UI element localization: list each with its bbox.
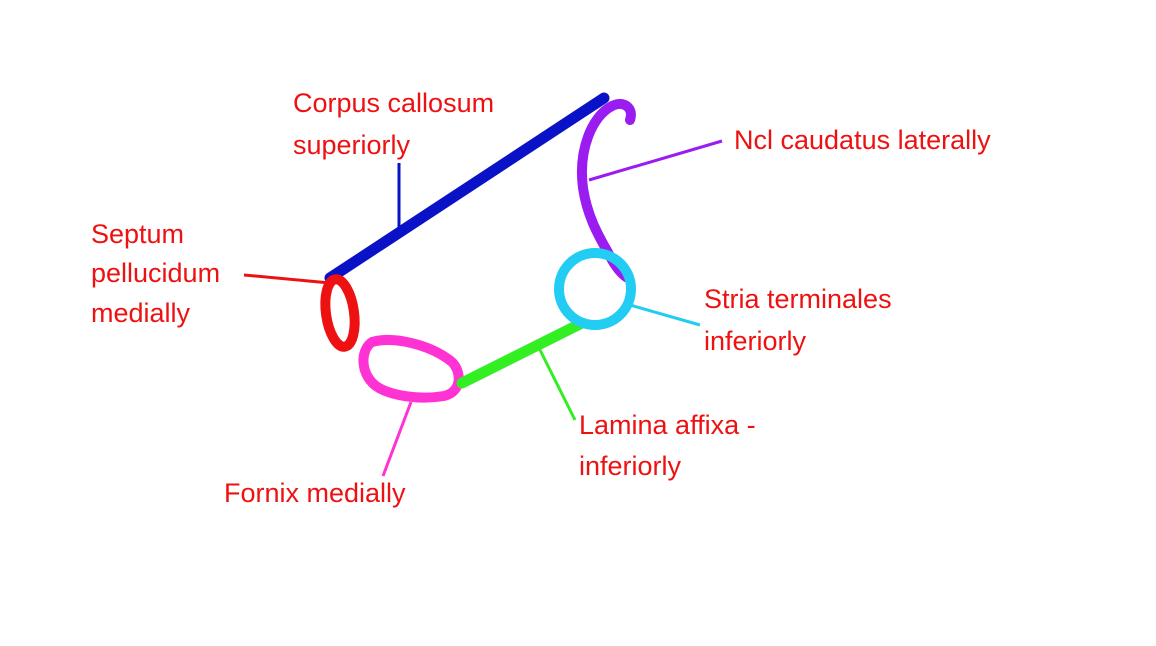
label-fornix: Fornix medially — [224, 478, 406, 508]
label-ncl-caudatus: Ncl caudatus laterally — [734, 125, 991, 155]
label-fornix-line-1: Fornix medially — [224, 478, 406, 508]
stria-terminales-structure — [554, 248, 701, 330]
septum-pellucidum-loop — [320, 274, 360, 352]
label-lamina-affixa-line-1: Lamina affixa - — [579, 410, 756, 440]
label-corpus-callosum: Corpus callosum superiorly — [293, 88, 502, 160]
label-lamina-affixa-line-2: inferiorly — [579, 451, 682, 481]
label-corpus-callosum-line-2: superiorly — [293, 130, 411, 160]
septum-pellucidum-structure — [243, 273, 360, 352]
label-stria-terminales: Stria terminales inferiorly — [704, 284, 899, 356]
lamina-affixa-structure — [456, 318, 586, 421]
corpus-callosum-line — [324, 92, 610, 284]
label-septum-pellucidum: Septum pellucidum medially — [91, 219, 228, 328]
label-stria-terminales-line-2: inferiorly — [704, 326, 807, 356]
fornix-structure — [358, 335, 464, 477]
stria-terminales-leader — [629, 303, 701, 327]
label-septum-pellucidum-line-2: pellucidum — [91, 258, 220, 288]
label-stria-terminales-line-1: Stria terminales — [704, 284, 892, 314]
label-septum-pellucidum-line-1: Septum — [91, 219, 184, 249]
label-lamina-affixa: Lamina affixa - inferiorly — [579, 410, 763, 481]
corpus-callosum-structure — [324, 92, 610, 284]
lamina-affixa-line — [456, 318, 586, 389]
ncl-caudatus-leader — [588, 139, 723, 182]
stria-terminales-loop — [554, 248, 636, 330]
label-ncl-caudatus-line-1: Ncl caudatus laterally — [734, 125, 991, 155]
label-corpus-callosum-line-1: Corpus callosum — [293, 88, 494, 118]
fornix-leader — [381, 401, 413, 477]
lamina-affixa-leader — [538, 349, 577, 421]
septum-pellucidum-leader — [243, 273, 331, 285]
fornix-loop — [358, 335, 464, 403]
label-septum-pellucidum-line-3: medially — [91, 298, 191, 328]
